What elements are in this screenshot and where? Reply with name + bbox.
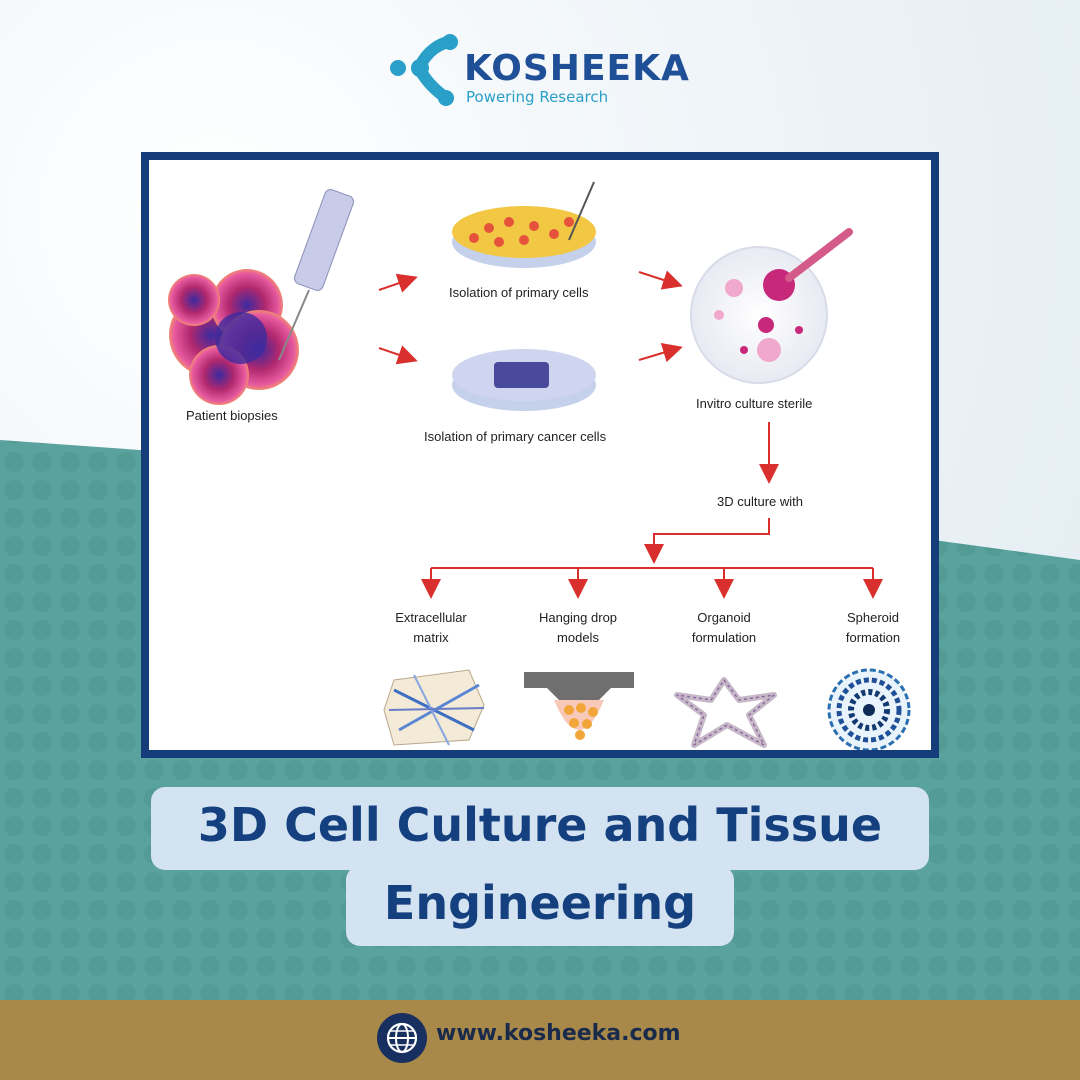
label-isolation-cancer-cells: Isolation of primary cancer cells <box>424 429 607 444</box>
page-title-line2: Engineering <box>383 876 697 930</box>
diagram-graphics: Patient biopsies Isolation of primary ce… <box>168 181 911 750</box>
footer-bar <box>0 1000 1080 1080</box>
method-ecm-line1: Extracellular <box>395 610 467 625</box>
arrow-to-primary-cells <box>378 273 418 293</box>
label-isolation-primary-cells: Isolation of primary cells <box>449 285 589 300</box>
cancer-cells-dish-illustration <box>452 349 596 411</box>
brand-logo[interactable]: KOSHEEKA Powering Research <box>388 30 698 110</box>
logo-icon <box>390 34 458 106</box>
method-organoid-line2: formulation <box>692 630 756 645</box>
title-box-line2 <box>346 866 734 946</box>
diagram-frame: Patient biopsies Isolation of primary ce… <box>141 152 939 758</box>
website-link[interactable]: www.kosheeka.com <box>436 1021 681 1046</box>
brand-tagline: Powering Research <box>466 88 609 106</box>
title-box-line1 <box>151 787 929 870</box>
label-patient-biopsies: Patient biopsies <box>186 408 278 423</box>
label-3d-culture: 3D culture with <box>717 494 803 509</box>
method-hanging-line1: Hanging drop <box>539 610 617 625</box>
method-ecm-line2: matrix <box>413 630 449 645</box>
method-spheroid-line2: formation <box>846 630 900 645</box>
method-spheroid-line1: Spheroid <box>847 610 899 625</box>
method-hanging-line2: models <box>557 630 599 645</box>
biopsy-tissue-illustration <box>168 269 299 405</box>
spheroid-illustration <box>827 668 911 750</box>
brand-name: KOSHEEKA <box>464 48 690 89</box>
page-title-line1: 3D Cell Culture and Tissue <box>197 798 883 852</box>
label-invitro-culture: Invitro culture sterile <box>696 396 812 411</box>
arrow-to-cancer-cells <box>378 345 418 365</box>
arrow-primary-to-invitro <box>638 270 683 290</box>
arrow-3d-to-branch <box>644 518 770 564</box>
organoid-illustration <box>674 677 777 748</box>
arrow-cancer-to-invitro <box>638 343 683 363</box>
hanging-drop-illustration <box>524 672 634 740</box>
invitro-culture-dish-illustration <box>690 228 853 384</box>
primary-cells-dish-illustration <box>452 181 596 268</box>
globe-icon[interactable] <box>377 1013 427 1063</box>
syringe-illustration <box>278 189 355 361</box>
method-organoid-line1: Organoid <box>697 610 750 625</box>
ecm-illustration <box>383 669 485 746</box>
